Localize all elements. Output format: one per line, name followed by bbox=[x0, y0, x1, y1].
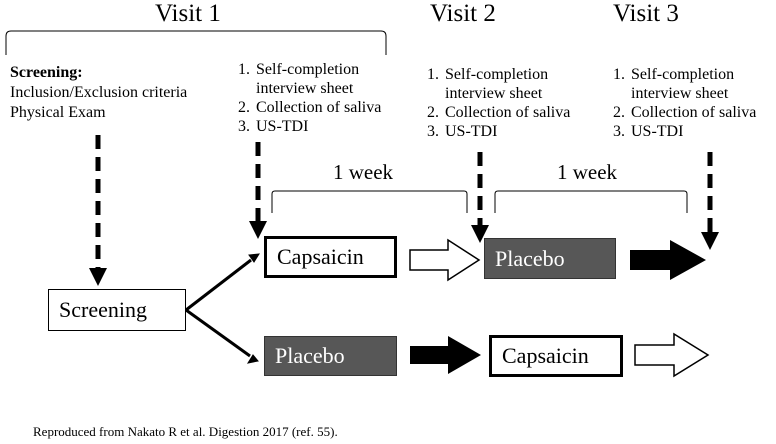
visit3-task-list: 1. Self-completion interview sheet 2. Coll… bbox=[613, 65, 756, 141]
week1-bracket bbox=[271, 190, 468, 213]
capsaicin-box-arm1: Capsaicin bbox=[264, 236, 397, 278]
task-text: Self-completion bbox=[631, 66, 735, 83]
screening-box: Screening bbox=[48, 289, 186, 331]
task-number: 2. bbox=[613, 104, 625, 121]
task-text: US-TDI bbox=[631, 123, 684, 140]
visit1-dashed-arrow bbox=[249, 142, 267, 239]
visit1-bracket bbox=[5, 30, 387, 55]
source-caption: Reproduced from Nakato R et al. Digestio… bbox=[33, 424, 338, 439]
task-text: Collection of saliva bbox=[445, 104, 571, 121]
placebo-box-arm2: Placebo bbox=[264, 336, 397, 376]
task-text: Collection of saliva bbox=[256, 99, 382, 116]
task-text: US-TDI bbox=[256, 118, 309, 135]
screening-dashed-arrow bbox=[89, 135, 107, 286]
visit3-label: Visit 3 bbox=[613, 0, 679, 27]
task-text-cont: interview sheet bbox=[631, 85, 729, 102]
visit2-task-list: 1. Self-completion interview sheet 2. Coll… bbox=[427, 65, 570, 141]
solid-block-arrow-1 bbox=[630, 240, 706, 280]
screening-info-title: Screening: bbox=[10, 64, 83, 81]
visit3-dashed-arrow bbox=[701, 152, 719, 250]
task-text-cont: interview sheet bbox=[445, 85, 543, 102]
task-number: 1. bbox=[613, 66, 625, 83]
week2-label: 1 week bbox=[557, 160, 618, 184]
task-number: 3. bbox=[427, 123, 439, 140]
task-text: US-TDI bbox=[445, 123, 498, 140]
task-number: 1. bbox=[238, 61, 250, 78]
screening-info: Screening: Inclusion/Exclusion criteria … bbox=[10, 63, 187, 123]
task-number: 2. bbox=[238, 99, 250, 116]
capsaicin-box-arm2: Capsaicin bbox=[489, 335, 623, 377]
visit2-label: Visit 2 bbox=[430, 0, 496, 27]
task-number: 3. bbox=[238, 118, 250, 135]
task-number: 2. bbox=[427, 104, 439, 121]
task-number: 1. bbox=[427, 66, 439, 83]
visit1-task-list: 1. Self-completion interview sheet 2. Coll… bbox=[238, 60, 381, 136]
week1-label: 1 week bbox=[333, 160, 394, 184]
task-text: Collection of saliva bbox=[631, 104, 757, 121]
branch-arrow-up bbox=[185, 253, 260, 312]
screening-info-line: Physical Exam bbox=[10, 104, 106, 121]
screening-info-line: Inclusion/Exclusion criteria bbox=[10, 84, 188, 101]
solid-block-arrow-2 bbox=[410, 336, 481, 374]
outline-block-arrow-2 bbox=[634, 332, 710, 378]
task-text-cont: interview sheet bbox=[256, 80, 354, 97]
week2-bracket bbox=[494, 190, 688, 213]
placebo-box-arm1: Placebo bbox=[484, 238, 616, 279]
visit2-dashed-arrow bbox=[471, 152, 489, 243]
task-text: Self-completion bbox=[445, 66, 549, 83]
task-text: Self-completion bbox=[256, 61, 360, 78]
outline-block-arrow-1 bbox=[409, 238, 481, 282]
branch-arrow-down bbox=[185, 308, 259, 364]
visit1-label: Visit 1 bbox=[155, 0, 221, 27]
task-number: 3. bbox=[613, 123, 625, 140]
